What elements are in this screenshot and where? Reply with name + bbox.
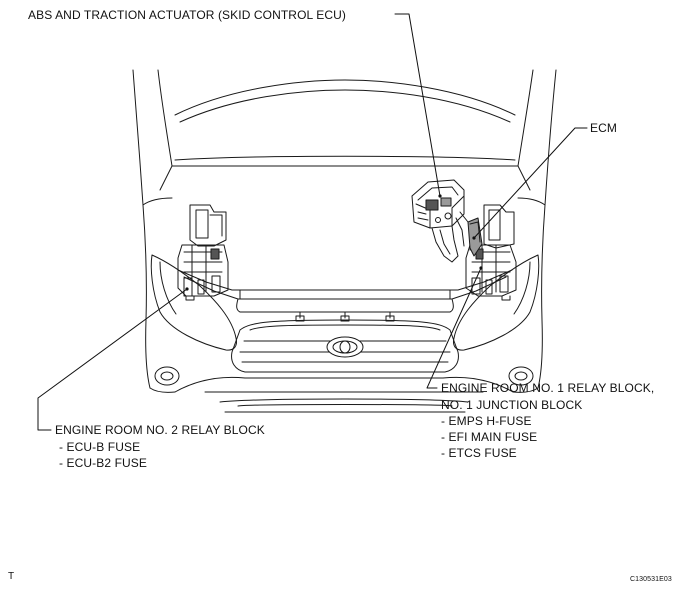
abs-actuator-drawing (412, 180, 472, 262)
front-bumper (155, 367, 533, 412)
leader-lines (38, 14, 587, 430)
relay-block-1-title-line2: NO. 1 JUNCTION BLOCK (441, 398, 583, 412)
relay-block-1-fuse-item: - EMPS H-FUSE (441, 414, 532, 428)
relay-block-1-fuse-item: - EFI MAIN FUSE (441, 430, 538, 444)
figure-code: C130531E03 (630, 576, 672, 583)
abs-actuator-label: ABS AND TRACTION ACTUATOR (SKID CONTROL … (28, 8, 346, 22)
relay-block-1-fuse-item: - ETCS FUSE (441, 446, 517, 460)
relay-block-2-fuse-item: - ECU-B FUSE (59, 440, 141, 454)
ecm-label: ECM (590, 121, 617, 135)
relay-block-2-fuse-item: - ECU-B2 FUSE (59, 456, 147, 470)
relay-block-1-title-line1: ENGINE ROOM NO. 1 RELAY BLOCK, (441, 381, 655, 395)
relay-block-2-title: ENGINE ROOM NO. 2 RELAY BLOCK (55, 423, 265, 437)
no2-relay-block-drawing (178, 205, 228, 300)
footer-left-mark: T (8, 571, 15, 582)
leader-end-markers (185, 194, 483, 291)
front-grille (232, 320, 459, 372)
car-body-outline (133, 70, 556, 392)
